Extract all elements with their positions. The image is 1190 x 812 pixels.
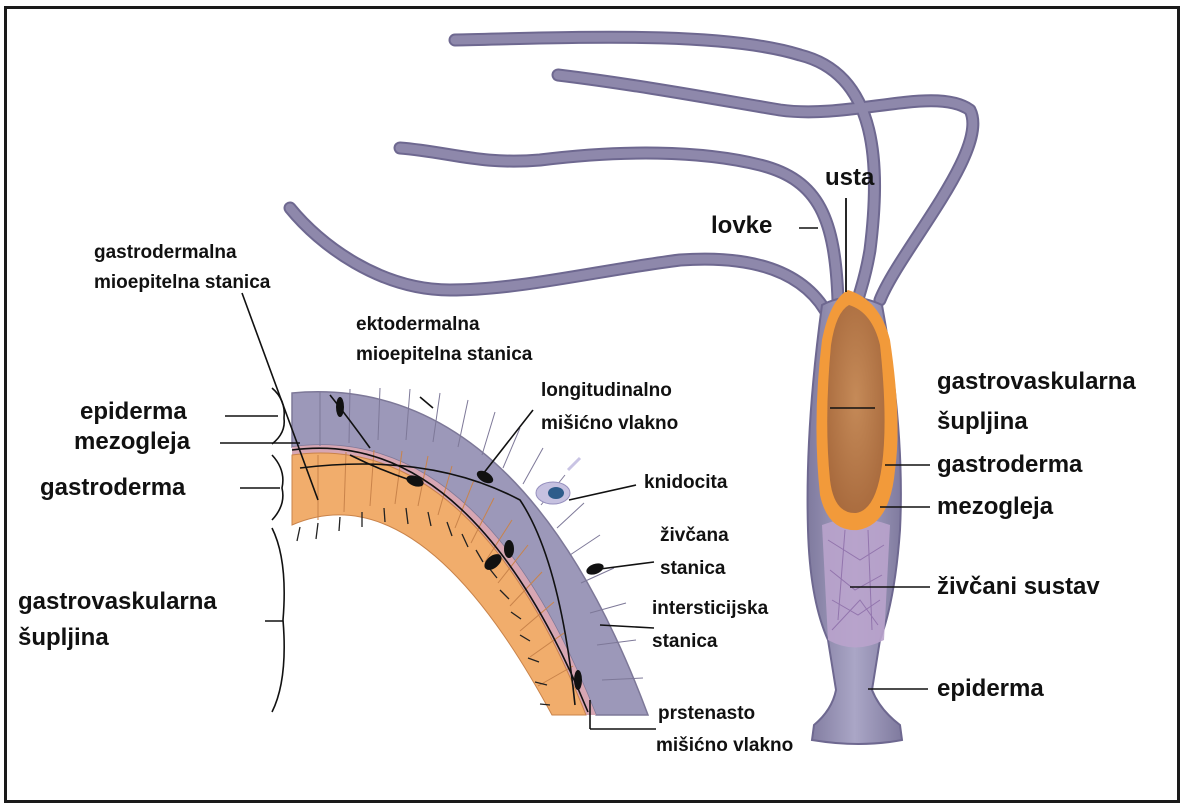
label-zivcana-2: stanica [660,558,725,580]
label-knidocita: knidocita [644,472,727,494]
label-right-zivcani-sustav: živčani sustav [937,573,1100,601]
label-right-mezogleja: mezogleja [937,493,1053,521]
label-longitudinalno-2: mišićno vlakno [541,413,678,435]
label-right-epiderma: epiderma [937,675,1044,703]
label-left-mezogleja: mezogleja [74,428,190,456]
label-left-gastroderma: gastroderma [40,474,185,502]
label-prstenasto-2: mišićno vlakno [656,735,793,757]
label-intersticijska-2: stanica [652,631,717,653]
label-gastrodermalna-1: gastrodermalna [94,242,237,264]
label-ektodermalna-2: mioepitelna stanica [356,344,532,366]
cross-section [292,388,648,715]
label-right-gastrovaskularna-2: šupljina [937,408,1028,436]
label-ektodermalna-1: ektodermalna [356,314,480,336]
nerve-net [822,519,890,648]
label-right-gastrovaskularna-1: gastrovaskularna [937,368,1136,396]
label-lovke: lovke [711,212,772,240]
gastrovascular-cavity [827,305,884,513]
label-left-gastrovaskularna-1: gastrovaskularna [18,588,217,616]
label-right-gastroderma: gastroderma [937,451,1082,479]
label-gastrodermalna-2: mioepitelna stanica [94,272,270,294]
label-usta: usta [825,164,874,192]
label-prstenasto-1: prstenasto [658,703,755,725]
label-zivcana-1: živčana [660,525,729,547]
label-left-epiderma: epiderma [80,398,187,426]
label-longitudinalno-1: longitudinalno [541,380,672,402]
label-left-gastrovaskularna-2: šupljina [18,624,109,652]
label-intersticijska-1: intersticijska [652,598,768,620]
